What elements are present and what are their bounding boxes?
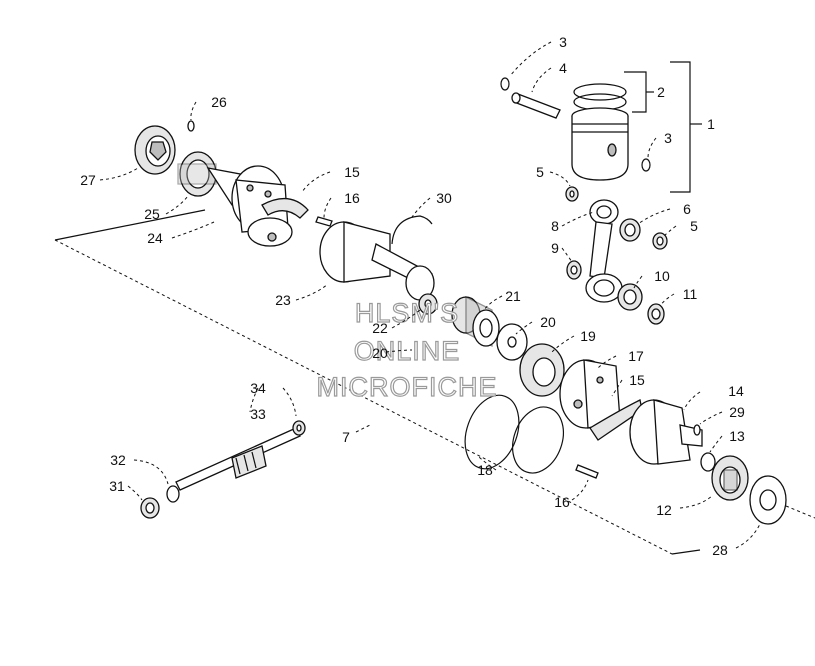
watermark-line-1: HLSM'S bbox=[355, 298, 459, 328]
assembly-outline bbox=[54, 209, 701, 555]
callout-10: 10 bbox=[654, 268, 670, 284]
callout-6: 6 bbox=[683, 201, 691, 217]
crankshaft-flywheel-17 bbox=[559, 359, 621, 429]
washer-5-left bbox=[565, 186, 579, 202]
callout-12: 12 bbox=[656, 502, 672, 518]
crankshaft-half-14 bbox=[629, 399, 703, 465]
callout-14: 14 bbox=[728, 383, 744, 399]
callout-24: 24 bbox=[147, 230, 163, 246]
callout-31: 31 bbox=[109, 478, 125, 494]
thrust-washer-20 bbox=[496, 323, 528, 361]
callout-21: 21 bbox=[505, 288, 521, 304]
callout-labels: 1 2 3 3 4 5 5 6 7 8 9 10 11 12 13 14 15 … bbox=[80, 34, 745, 558]
seal-28 bbox=[749, 475, 815, 525]
callout-32: 32 bbox=[110, 452, 126, 468]
washer-11 bbox=[647, 303, 665, 325]
needle-bearing-21 bbox=[451, 295, 500, 348]
washer-22 bbox=[418, 293, 438, 315]
collar-32 bbox=[166, 485, 180, 503]
washer-34 bbox=[292, 420, 306, 436]
callout-15-lower: 15 bbox=[629, 372, 645, 388]
callout-34: 34 bbox=[250, 380, 266, 396]
pin-26 bbox=[187, 120, 195, 132]
spacer-13 bbox=[700, 452, 716, 472]
callout-13: 13 bbox=[729, 428, 745, 444]
seal-27 bbox=[134, 125, 176, 175]
bearing-25 bbox=[177, 151, 217, 197]
callout-19: 19 bbox=[580, 328, 596, 344]
callout-27: 27 bbox=[80, 172, 96, 188]
washer-5-right bbox=[652, 232, 668, 250]
callout-30: 30 bbox=[436, 190, 452, 206]
piston-1 bbox=[571, 107, 629, 181]
callout-16-upper: 16 bbox=[344, 190, 360, 206]
callout-3-right-clip: 3 bbox=[664, 130, 672, 146]
callout-2: 2 bbox=[657, 84, 665, 100]
piston-rings-2 bbox=[573, 83, 627, 111]
bolt-16-lower bbox=[575, 464, 599, 479]
callout-4: 4 bbox=[559, 60, 567, 76]
callout-11: 11 bbox=[683, 286, 698, 302]
bolt-16-upper bbox=[315, 216, 333, 227]
callout-20-lower: 20 bbox=[372, 345, 388, 361]
callout-1: 1 bbox=[707, 116, 715, 132]
washer-9 bbox=[566, 260, 582, 280]
needle-bearing-6 bbox=[619, 218, 641, 242]
leader-lines bbox=[99, 41, 761, 549]
o-rings-18 bbox=[464, 394, 564, 474]
bearing-12 bbox=[711, 455, 749, 501]
watermark: HLSM'S ONLINE MICROFICHE bbox=[316, 297, 498, 402]
circlip-3-right bbox=[641, 158, 651, 172]
callout-20-upper: 20 bbox=[540, 314, 556, 330]
callout-26: 26 bbox=[211, 94, 227, 110]
callout-22: 22 bbox=[372, 320, 388, 336]
drive-shaft-33 bbox=[175, 427, 301, 491]
connecting-rod-8 bbox=[585, 199, 623, 303]
nut-31 bbox=[140, 497, 160, 519]
callout-29: 29 bbox=[729, 404, 745, 420]
crank-pin-23 bbox=[319, 221, 435, 301]
callout-25: 25 bbox=[144, 206, 160, 222]
watermark-line-3: MICROFICHE bbox=[317, 372, 498, 402]
callout-5-right: 5 bbox=[690, 218, 698, 234]
callout-15-upper: 15 bbox=[344, 164, 360, 180]
callout-28: 28 bbox=[712, 542, 728, 558]
callout-33: 33 bbox=[250, 406, 266, 422]
callout-7: 7 bbox=[342, 429, 350, 445]
piston-pin-4 bbox=[511, 92, 561, 119]
circlip-3-left bbox=[500, 77, 510, 91]
callout-8: 8 bbox=[551, 218, 559, 234]
callout-9: 9 bbox=[551, 240, 559, 256]
woodruff-key-15-upper bbox=[261, 198, 309, 219]
pin-29 bbox=[693, 424, 701, 436]
callout-23: 23 bbox=[275, 292, 291, 308]
needle-bearing-10 bbox=[617, 283, 643, 311]
callout-16-lower: 16 bbox=[554, 494, 570, 510]
callout-18: 18 bbox=[477, 462, 493, 478]
watermark-line-2: ONLINE bbox=[354, 336, 461, 366]
callout-17: 17 bbox=[628, 348, 644, 364]
callout-3-pin-clip: 3 bbox=[559, 34, 567, 50]
bearing-19 bbox=[519, 343, 565, 397]
callout-5-left: 5 bbox=[536, 164, 544, 180]
retaining-ring-30 bbox=[391, 215, 433, 245]
